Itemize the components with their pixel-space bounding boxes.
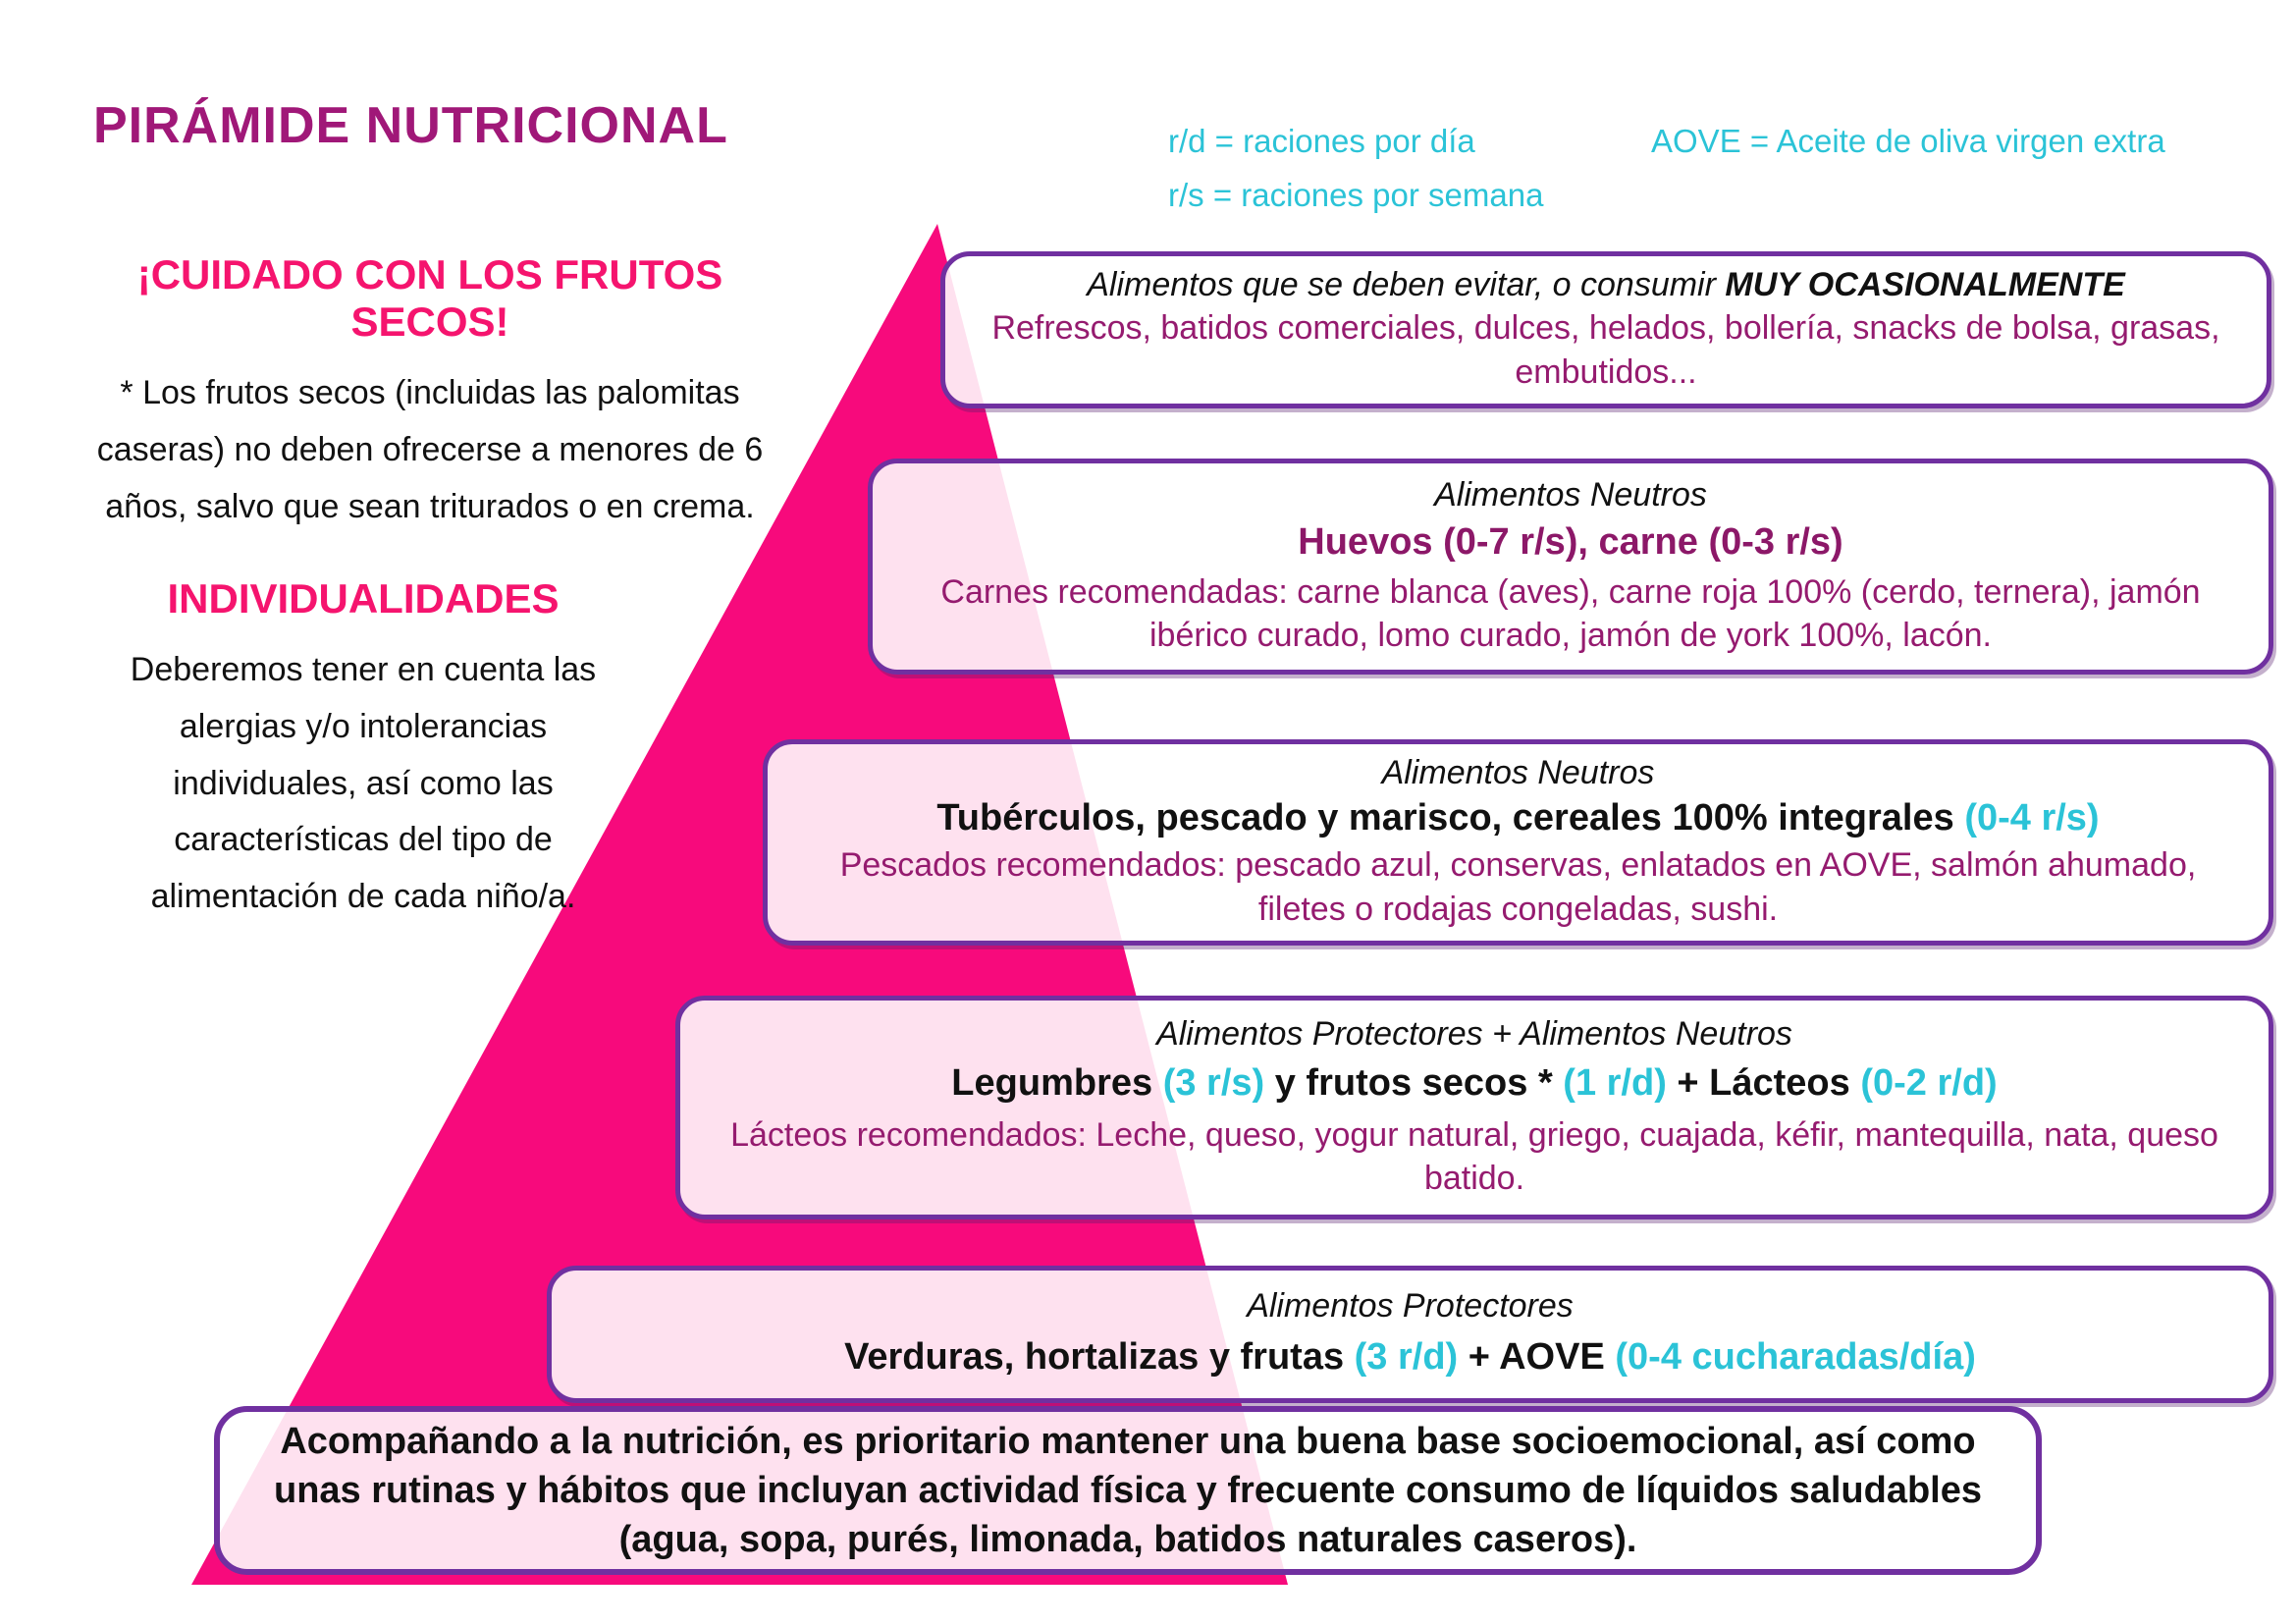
pyramid-level-neutral-meat: Alimentos Neutros Huevos (0-7 r/s), carn… [868,459,2273,675]
level-neutral-fish-foods: Tubérculos, pescado y marisco, cereales … [936,796,1965,839]
legumes-frequency: (3 r/s) [1162,1061,1265,1104]
level-protective-neutral-servings: Legumbres (3 r/s) y frutos secos * (1 r/… [721,1060,2227,1108]
level-neutral-meat-servings: Huevos (0-7 r/s), carne (0-3 r/s) [1298,520,1843,563]
level-neutral-fish-servings: Tubérculos, pescado y marisco, cereales … [809,795,2227,842]
nuts-warning-heading: ¡CUIDADO CON LOS FRUTOS SECOS! [136,251,723,345]
level-protective-servings: Verduras, hortalizas y frutas (3 r/d) + … [593,1334,2227,1381]
level-neutral-meat-body: Carnes recomendadas: carne blanca (aves)… [940,572,2201,655]
legend-aove: AOVE = Aceite de oliva virgen extra [1651,123,2165,159]
dairy-frequency: (0-2 r/d) [1860,1061,1998,1104]
level-neutral-fish-body: Pescados recomendados: pescado azul, con… [839,846,2197,928]
socioemotional-base-note: Acompañando a la nutrición, es prioritar… [214,1406,2042,1575]
legend-rations-per-week: r/s = raciones por semana [1168,177,1544,213]
aove-frequency: (0-4 cucharadas/día) [1615,1336,1976,1379]
level-protective-neutral-body: Lácteos recomendados: Leche, queso, yogu… [730,1115,2218,1198]
dairy-label: + Lácteos [1666,1061,1861,1104]
individualities-heading: INDIVIDUALIDADES [167,575,560,622]
level-protective-neutral-title: Alimentos Protectores + Alimentos Neutro… [1156,1014,1792,1053]
pyramid-level-neutral-fish: Alimentos Neutros Tubérculos, pescado y … [763,739,2273,946]
legend-rations-per-day: r/d = raciones por día [1168,123,1475,159]
level-avoid-title-emphasis: MUY OCASIONALMENTE [1725,266,2125,304]
legumes-label: Legumbres [951,1061,1163,1104]
nuts-label: y frutos secos * [1264,1061,1564,1104]
level-neutral-fish-frequency: (0-4 r/s) [1964,796,2100,839]
level-avoid-body: Refrescos, batidos comerciales, dulces, … [991,309,2220,391]
nuts-frequency: (1 r/d) [1563,1061,1667,1104]
individualities-body: Deberemos tener en cuenta las alergias y… [130,651,597,916]
level-avoid-title: Alimentos que se deben evitar, o consumi… [987,266,2225,304]
pyramid-level-protective-neutral: Alimentos Protectores + Alimentos Neutro… [675,996,2273,1219]
pyramid-level-protective: Alimentos Protectores Verduras, hortaliz… [547,1266,2273,1403]
pyramid-level-avoid: Alimentos que se deben evitar, o consumi… [940,251,2271,408]
individualities-note: INDIVIDUALIDADES Deberemos tener en cuen… [83,575,643,926]
vegetables-frequency: (3 r/d) [1354,1336,1459,1379]
page-title: PIRÁMIDE NUTRICIONAL [93,97,728,154]
aove-label: + AOVE [1458,1336,1616,1379]
level-neutral-fish-title: Alimentos Neutros [1381,754,1655,792]
level-neutral-meat-title: Alimentos Neutros [1434,475,1707,514]
level-avoid-title-prefix: Alimentos que se deben evitar, o consumi… [1087,266,1726,304]
vegetables-label: Verduras, hortalizas y frutas [844,1336,1355,1379]
nuts-warning-body: * Los frutos secos (incluidas las palomi… [96,374,764,525]
nuts-warning-note: ¡CUIDADO CON LOS FRUTOS SECOS! * Los fru… [86,251,774,535]
level-protective-title: Alimentos Protectores [1247,1287,1574,1326]
